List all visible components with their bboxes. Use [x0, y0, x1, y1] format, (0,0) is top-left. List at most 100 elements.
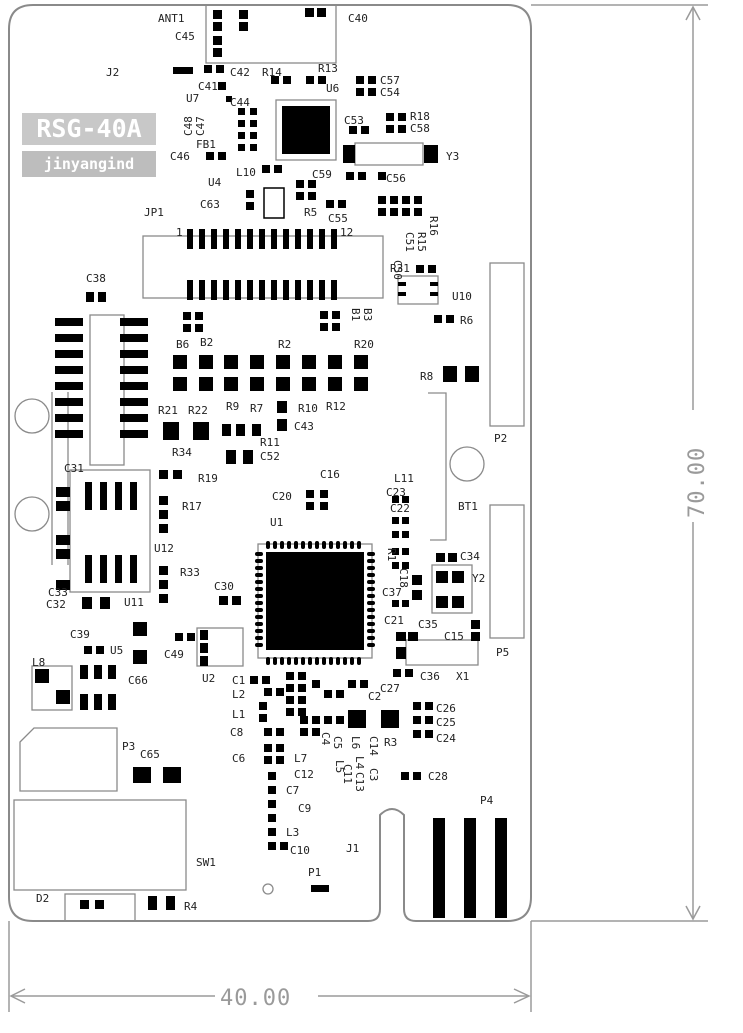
label-C26: C26	[436, 702, 456, 715]
label-C13: C13	[353, 772, 366, 792]
label-C11: C11	[341, 764, 354, 784]
label-C45: C45	[175, 30, 195, 43]
label-R21: R21	[158, 404, 178, 417]
label-D2: D2	[36, 892, 49, 905]
label-C44: C44	[230, 96, 250, 109]
label-R3: R3	[384, 736, 397, 749]
label-C50: C50	[391, 260, 404, 280]
label-C37: C37	[382, 586, 402, 599]
label-C39: C39	[70, 628, 90, 641]
label-C22: C22	[390, 502, 410, 515]
label-C18: C18	[397, 568, 410, 588]
label-R17: R17	[182, 500, 202, 513]
copper-pads	[35, 8, 507, 918]
label-R31: R31	[390, 262, 410, 275]
label-R33: R33	[180, 566, 200, 579]
label-P3: P3	[122, 740, 135, 753]
label-Y3: Y3	[446, 150, 459, 163]
label-R34: R34	[172, 446, 192, 459]
label-R20: R20	[354, 338, 374, 351]
label-C53: C53	[344, 114, 364, 127]
label-U2: U2	[202, 672, 215, 685]
label-C34: C34	[460, 550, 480, 563]
board-outline	[8, 4, 532, 922]
label-L11: L11	[394, 472, 414, 485]
label-C8: C8	[230, 726, 243, 739]
dimension-lines	[8, 4, 708, 1012]
board-title-badge: RSG-40A	[22, 113, 156, 145]
label-B6: B6	[176, 338, 189, 351]
label-P1: P1	[308, 866, 321, 879]
label-JP1: JP1	[144, 206, 164, 219]
label-P4: P4	[480, 794, 494, 807]
label-P5: P5	[496, 646, 509, 659]
label-pin1: 1	[176, 226, 183, 239]
label-U11: U11	[124, 596, 144, 609]
label-C57: C57	[380, 74, 400, 87]
label-C59: C59	[312, 168, 332, 181]
label-R8: R8	[420, 370, 433, 383]
label-R9: R9	[226, 400, 239, 413]
label-C54: C54	[380, 86, 400, 99]
label-P2: P2	[494, 432, 507, 445]
label-C9: C9	[298, 802, 311, 815]
label-L10: L10	[236, 166, 256, 179]
label-SW1: SW1	[196, 856, 216, 869]
label-C7: C7	[286, 784, 299, 797]
label-C49: C49	[164, 648, 184, 661]
reference-designators: ANT1 C40 C45 J2 C42 R14 R13 C57 U6 C54 C…	[32, 12, 509, 913]
label-L3: L3	[286, 826, 299, 839]
label-C14: C14	[367, 736, 380, 756]
label-R7: R7	[250, 402, 263, 415]
label-C21: C21	[384, 614, 404, 627]
label-C42: C42	[230, 66, 250, 79]
label-FB1: FB1	[196, 138, 216, 151]
label-BT1: BT1	[458, 500, 478, 513]
label-C30: C30	[214, 580, 234, 593]
label-Y2: Y2	[472, 572, 485, 585]
label-C10: C10	[290, 844, 310, 857]
label-C25: C25	[436, 716, 456, 729]
label-C24: C24	[436, 732, 456, 745]
label-C15: C15	[444, 630, 464, 643]
label-R4: R4	[184, 900, 198, 913]
label-R2: R2	[278, 338, 291, 351]
label-L7: L7	[294, 752, 307, 765]
label-U10: U10	[452, 290, 472, 303]
height-dimension-label: 70.00	[685, 447, 710, 518]
label-C16: C16	[320, 468, 340, 481]
label-R22: R22	[188, 404, 208, 417]
label-L6: L6	[349, 736, 362, 749]
label-C5: C5	[331, 736, 344, 749]
label-R12: R12	[326, 400, 346, 413]
label-R6: R6	[460, 314, 473, 327]
label-C51: C51	[403, 232, 416, 252]
u1-pins	[255, 541, 375, 665]
label-U12: U12	[154, 542, 174, 555]
label-ANT1: ANT1	[158, 12, 185, 25]
label-C40: C40	[348, 12, 368, 25]
label-C35: C35	[418, 618, 438, 631]
label-B3: B3	[361, 308, 374, 321]
label-R18: R18	[410, 110, 430, 123]
label-C47: C47	[194, 116, 207, 136]
label-C28: C28	[428, 770, 448, 783]
label-C41: C41	[198, 80, 218, 93]
label-pin12: 12	[340, 226, 353, 239]
label-C38: C38	[86, 272, 106, 285]
label-C56: C56	[386, 172, 406, 185]
label-U4: U4	[208, 176, 222, 189]
label-R5: R5	[304, 206, 317, 219]
label-C55: C55	[328, 212, 348, 225]
label-R10: R10	[298, 402, 318, 415]
board-maker-badge: jinyangind	[22, 151, 156, 177]
label-C36: C36	[420, 670, 440, 683]
label-R1: R1	[385, 548, 398, 561]
label-U6: U6	[326, 82, 339, 95]
label-R16: R16	[427, 216, 440, 236]
label-U1: U1	[270, 516, 283, 529]
label-C23: C23	[386, 486, 406, 499]
label-R13: R13	[318, 62, 338, 75]
label-C3: C3	[367, 768, 380, 781]
